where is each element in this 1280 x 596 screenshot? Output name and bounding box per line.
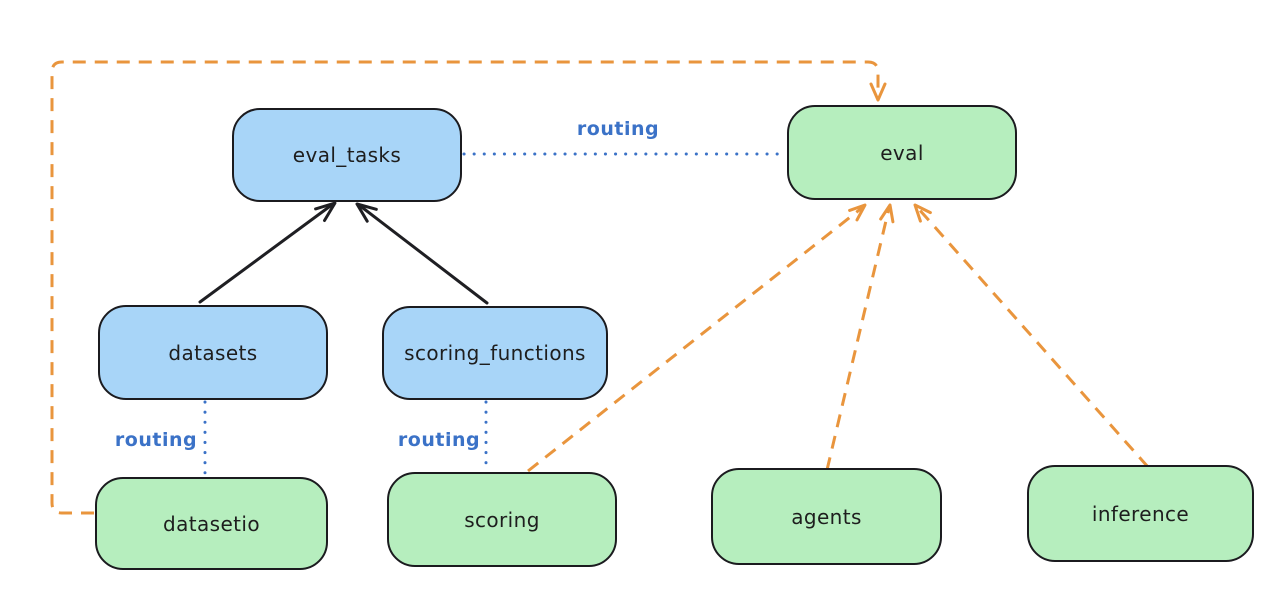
node-scoring-functions-label: scoring_functions — [404, 341, 586, 365]
node-agents: agents — [711, 468, 942, 565]
node-datasetio: datasetio — [95, 477, 328, 570]
edge-agents-to-eval — [825, 203, 895, 471]
node-eval-label: eval — [880, 140, 924, 165]
node-datasetio-label: datasetio — [162, 511, 260, 536]
edge-label-routing-datasets-datasetio: routing — [114, 429, 198, 451]
edge-datasets-to-eval-tasks — [198, 201, 337, 304]
edge-scoring-functions-to-eval-tasks — [355, 202, 489, 305]
node-scoring: scoring — [387, 472, 617, 567]
node-datasets-label: datasets — [168, 340, 258, 365]
node-inference-label: inference — [1091, 501, 1190, 526]
edge-scoring-to-eval — [527, 203, 867, 473]
edge-inference-to-eval — [913, 203, 1150, 468]
node-eval: eval — [787, 105, 1017, 200]
node-eval-tasks-label: eval_tasks — [292, 143, 402, 167]
edge-label-routing-eval-tasks-eval: routing — [576, 118, 660, 140]
node-agents-label: agents — [791, 504, 862, 529]
edge-datasetio-to-eval — [50, 60, 887, 515]
node-scoring-functions: scoring_functions — [382, 306, 608, 400]
edge-label-routing-scoring-functions-scoring: routing — [397, 429, 481, 451]
node-eval-tasks: eval_tasks — [232, 108, 462, 202]
node-inference: inference — [1027, 465, 1254, 562]
node-datasets: datasets — [98, 305, 328, 400]
node-scoring-label: scoring — [464, 507, 540, 532]
